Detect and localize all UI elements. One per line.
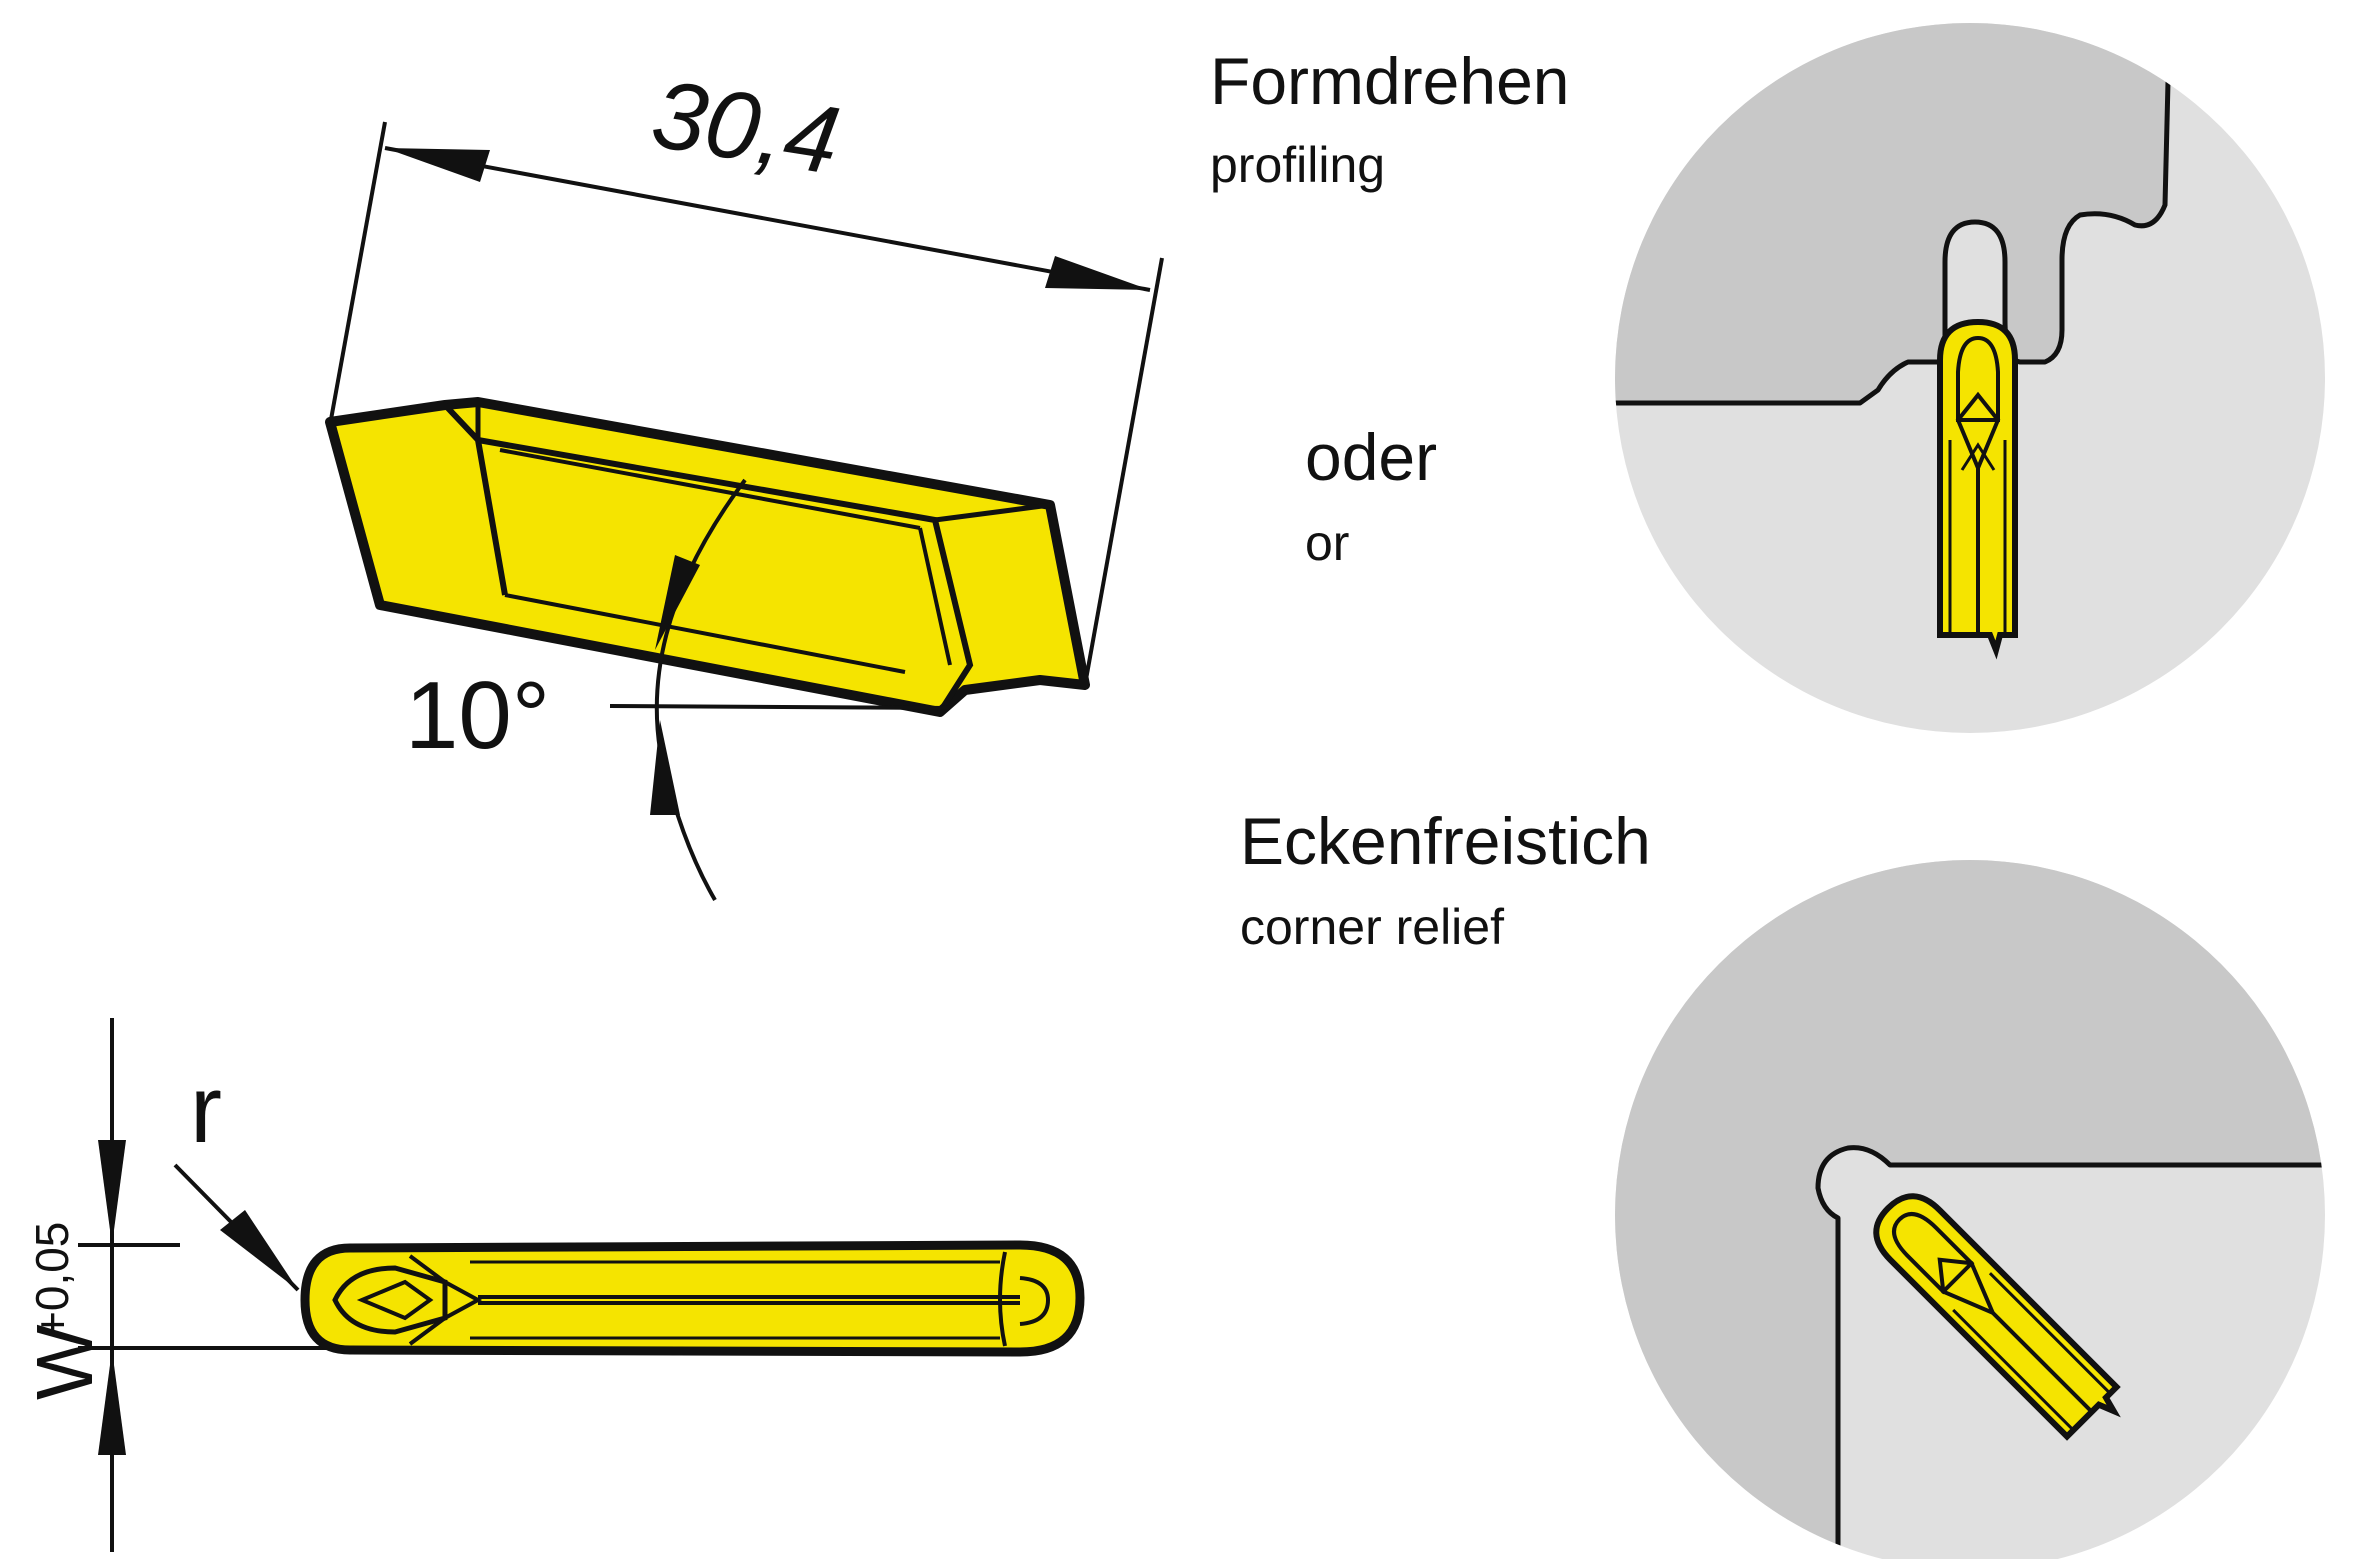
width-tolerance: +0,05: [26, 1222, 78, 1338]
radius-arrow: [220, 1210, 298, 1290]
corner-relief-illustration: [1615, 860, 2325, 1559]
width-arrow-bottom: [98, 1350, 126, 1455]
angle-arrow-lower: [650, 720, 680, 815]
angle-arc: [654, 478, 747, 902]
or-label-de: oder: [1305, 420, 1437, 494]
length-arrow-left: [385, 148, 490, 182]
insert-top-view: W +0,05 r: [20, 1018, 1085, 1552]
corner-relief-label-de: Eckenfreistich: [1240, 804, 1651, 878]
length-arrow-right: [1045, 256, 1150, 290]
width-label: W: [20, 1324, 109, 1400]
application-labels: Formdrehen profiling oder or Eckenfreist…: [1210, 44, 1651, 955]
length-dimension-line: [384, 146, 1151, 292]
corner-relief-workpiece: [1615, 860, 2325, 1559]
corner-relief-label-en: corner relief: [1240, 899, 1504, 955]
insert-side-view: 30,4 10°: [325, 60, 1164, 902]
profiling-label-en: profiling: [1210, 137, 1385, 193]
or-label-en: or: [1305, 515, 1349, 571]
angle-label: 10°: [405, 662, 550, 769]
width-arrow-top: [98, 1140, 126, 1245]
profiling-label-de: Formdrehen: [1210, 44, 1570, 118]
length-dimension-label: 30,4: [645, 60, 846, 195]
radius-label: r: [190, 1056, 222, 1163]
angle-arrow-upper: [655, 555, 700, 650]
profiling-illustration: [1615, 23, 2325, 733]
